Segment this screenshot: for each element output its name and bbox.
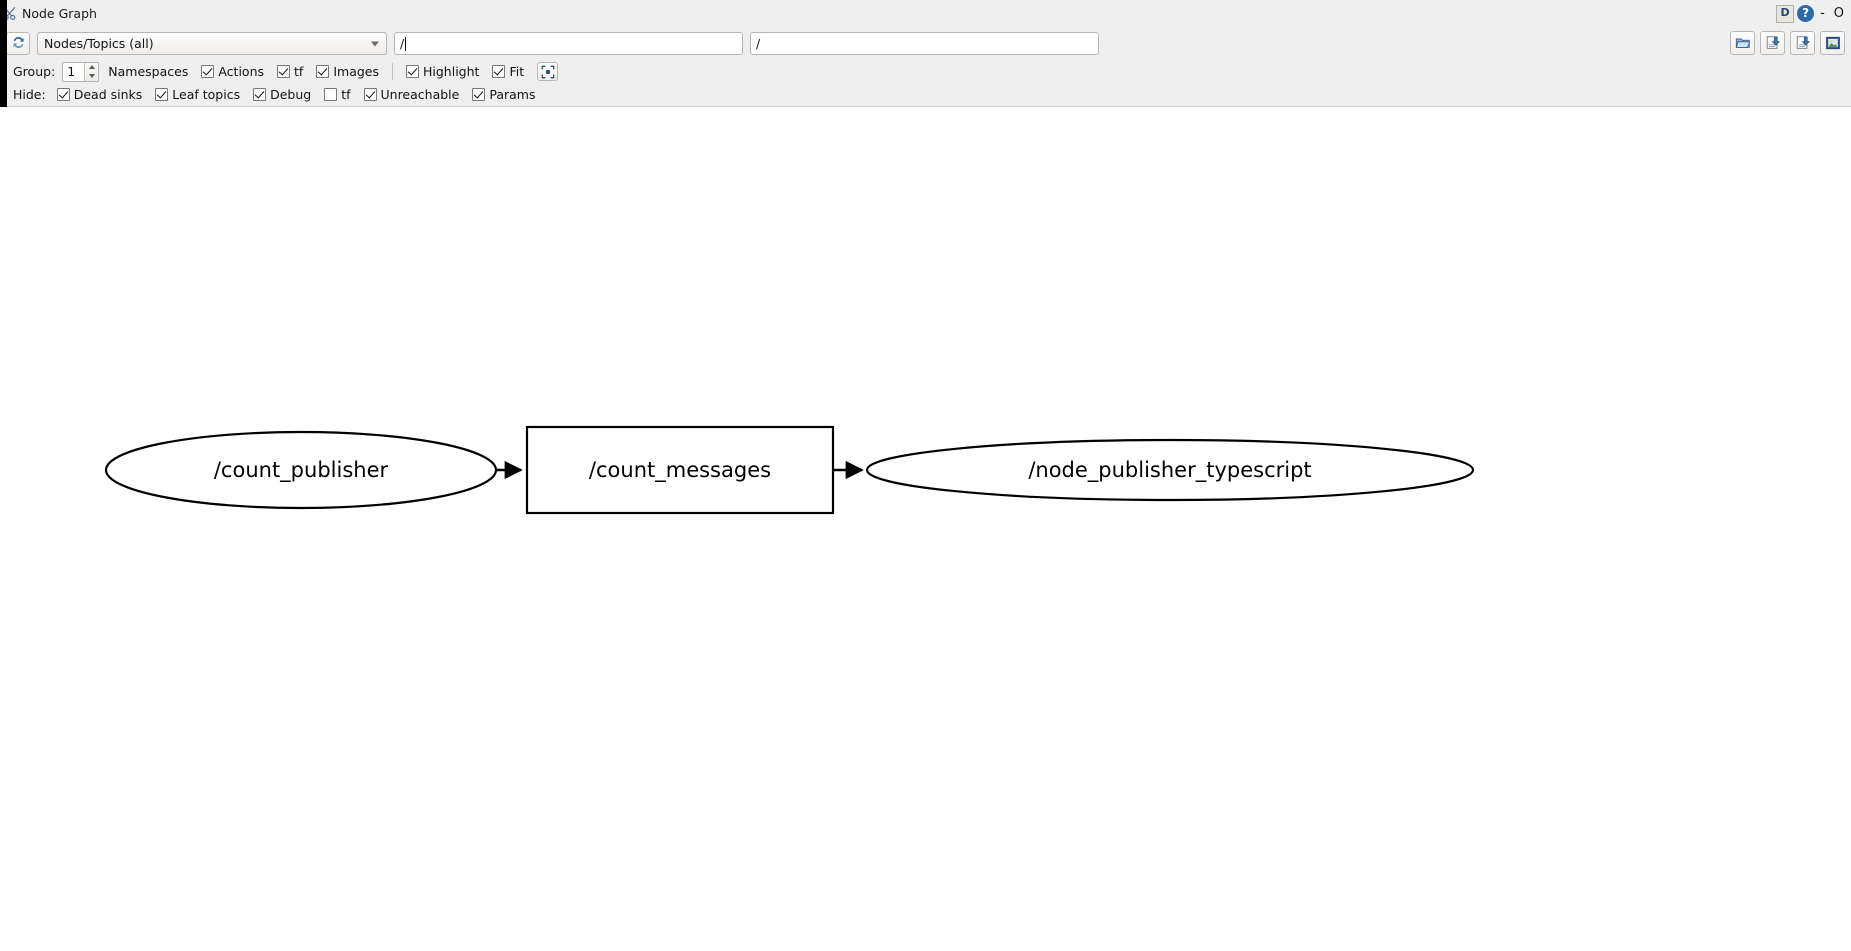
graph-node-label: /count_publisher — [214, 458, 389, 483]
window-titlebar: Node Graph D ? - O — [0, 0, 1851, 27]
help-icon[interactable]: ? — [1797, 5, 1815, 22]
group-spinner[interactable]: 1 — [62, 61, 100, 82]
namespaces-label: Namespaces — [108, 64, 189, 79]
checkbox-highlight-box[interactable] — [406, 65, 419, 78]
save-dot-button[interactable] — [1730, 31, 1755, 55]
canvas-gutter — [0, 107, 13, 947]
checkbox-actions[interactable]: Actions — [201, 64, 264, 79]
window-title: Node Graph — [22, 6, 97, 21]
maximize-button[interactable]: O — [1833, 6, 1844, 21]
minimize-button[interactable]: - — [1820, 6, 1825, 21]
group-label: Group: — [13, 64, 56, 79]
graph-node-count-messages[interactable]: /count_messages — [525, 425, 835, 515]
checkbox-params[interactable]: Params — [472, 87, 535, 102]
checkbox-images-label: Images — [333, 64, 379, 79]
checkbox-hide-tf-label: tf — [341, 87, 351, 102]
fit-in-view-icon — [541, 65, 554, 78]
graph-canvas[interactable]: /count_publisher /count_messages /node_p… — [13, 107, 1851, 947]
checkbox-unreachable-label: Unreachable — [380, 87, 460, 102]
checkbox-debug-box[interactable] — [253, 88, 267, 101]
graph-svg[interactable]: /count_publisher /count_messages /node_p… — [13, 107, 1851, 947]
toolbar-row-options: Group: 1 Namespaces Actions tf Images Hi… — [0, 60, 1851, 83]
group-spinner-value: 1 — [67, 64, 76, 79]
graph-node-shape[interactable] — [865, 438, 1475, 502]
checkbox-fit-label: Fit — [509, 64, 525, 79]
checkbox-tf-label: tf — [294, 64, 304, 79]
checkbox-leaf-topics-label: Leaf topics — [172, 87, 241, 102]
checkbox-fit[interactable]: Fit — [492, 64, 524, 79]
titlebar-right-group: D ? - O — [1776, 0, 1847, 27]
checkbox-unreachable[interactable]: Unreachable — [363, 87, 460, 102]
graph-node-label: /node_publisher_typescript — [1028, 458, 1311, 483]
hide-label: Hide: — [13, 87, 46, 102]
graph-mode-select[interactable]: Nodes/Topics (all) — [37, 32, 387, 55]
spinner-up-button[interactable] — [85, 63, 98, 72]
node-filter-input[interactable]: / — [394, 32, 743, 55]
toolbar-row-hide: Hide: Dead sinks Leaf topics Debug tf Un… — [0, 83, 1851, 106]
export-image-button[interactable] — [1820, 31, 1845, 55]
topic-filter-value: / — [756, 36, 761, 51]
checkbox-hide-tf-box[interactable] — [324, 88, 338, 101]
graph-node-shape[interactable] — [104, 430, 498, 510]
group-spinner-buttons[interactable] — [84, 62, 99, 81]
topic-filter-input[interactable]: / — [750, 32, 1099, 55]
checkbox-hide-tf[interactable]: tf — [324, 87, 351, 102]
toolbar-row-main: Nodes/Topics (all) / / — [0, 27, 1851, 60]
graph-node-count-publisher[interactable]: /count_publisher — [104, 430, 498, 510]
checkbox-debug-label: Debug — [270, 87, 312, 102]
titlebar-left-group: Node Graph — [0, 6, 97, 21]
graph-mode-value: Nodes/Topics (all) — [44, 36, 154, 51]
save-as-image-button[interactable] — [1790, 31, 1815, 55]
toolbar-separator — [392, 63, 393, 80]
checkbox-actions-label: Actions — [218, 64, 265, 79]
node-filter-value: / — [400, 36, 405, 51]
graph-node-shape[interactable] — [525, 425, 835, 515]
spinner-down-button[interactable] — [85, 72, 98, 81]
toolbar: Nodes/Topics (all) / / — [0, 27, 1851, 107]
save-as-svg-button[interactable] — [1760, 31, 1785, 55]
toolbar-export-group — [1730, 31, 1845, 55]
checkbox-leaf-topics-box[interactable] — [155, 88, 169, 101]
checkbox-actions-box[interactable] — [201, 65, 215, 78]
refresh-icon — [11, 35, 26, 53]
chevron-down-icon — [371, 41, 379, 46]
checkbox-params-box[interactable] — [472, 88, 486, 101]
checkbox-dead-sinks[interactable]: Dead sinks — [56, 87, 143, 102]
graph-node-label: /count_messages — [589, 458, 771, 483]
checkbox-highlight[interactable]: Highlight — [406, 64, 479, 79]
checkbox-unreachable-box[interactable] — [363, 88, 377, 101]
checkbox-images-box[interactable] — [316, 65, 330, 78]
checkbox-tf[interactable]: tf — [277, 64, 303, 79]
refresh-button[interactable] — [6, 32, 30, 55]
checkbox-highlight-label: Highlight — [423, 64, 480, 79]
detach-badge-icon[interactable]: D — [1776, 4, 1795, 23]
checkbox-images[interactable]: Images — [316, 64, 379, 79]
text-caret — [405, 36, 407, 51]
caret-down-icon — [88, 74, 95, 78]
caret-up-icon — [88, 65, 95, 69]
fit-in-view-button[interactable] — [537, 62, 559, 81]
checkbox-dead-sinks-box[interactable] — [56, 88, 70, 101]
checkbox-fit-box[interactable] — [492, 65, 506, 78]
checkbox-leaf-topics[interactable]: Leaf topics — [155, 87, 240, 102]
checkbox-dead-sinks-label: Dead sinks — [73, 87, 143, 102]
graph-node-node-publisher-typescript[interactable]: /node_publisher_typescript — [865, 438, 1475, 502]
checkbox-params-label: Params — [489, 87, 536, 102]
checkbox-debug[interactable]: Debug — [253, 87, 311, 102]
checkbox-tf-box[interactable] — [277, 65, 291, 78]
